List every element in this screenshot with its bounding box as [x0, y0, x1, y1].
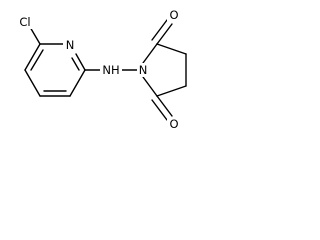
bond-n-c-top: [142, 43, 158, 64]
nh-label-mask: [100, 63, 122, 77]
bond-c2-c3-inner: [30, 49, 44, 71]
molecule-drawing: Cl N NH N O O: [16, 8, 187, 131]
cl-label-mask: [16, 15, 36, 29]
bond-c5-c6: [69, 69, 86, 97]
bond-carbonyl-bottom-b: [151, 99, 168, 121]
bond-c2-c3: [24, 43, 41, 71]
imide-nitrogen-label: N: [139, 63, 148, 77]
imide-n-mask: [137, 63, 149, 77]
succinimide-ring: [142, 43, 187, 97]
bond-c6-n1: [75, 53, 86, 71]
bond-c2-cl: [29, 26, 41, 45]
amine-nh-label: NH: [102, 63, 119, 77]
pyridine-nitrogen-label: N: [66, 38, 75, 52]
bond-c-bottom-n: [142, 76, 158, 97]
oxygen-bottom-mask: [167, 117, 181, 131]
bond-c6-n1-inner: [71, 57, 80, 71]
bond-ch2-c-bottom: [156, 85, 187, 97]
bond-carbonyl-bottom-a: [156, 95, 173, 117]
oxygen-top-mask: [167, 8, 181, 22]
bond-c-top-ch2: [156, 43, 187, 55]
carbonyl-oxygen-bottom-label: O: [169, 117, 178, 131]
pyridine-ring: [24, 43, 86, 97]
bond-carbonyl-top-b: [151, 19, 168, 41]
chlorine-label: Cl: [19, 15, 30, 29]
bond-c3-c4: [24, 69, 41, 97]
pyridine-n-mask: [63, 38, 77, 52]
carbonyl-oxygen-top-label: O: [169, 8, 178, 22]
structure-diagram: Cl N NH N O O: [0, 0, 256, 140]
bond-carbonyl-top-a: [156, 23, 173, 45]
